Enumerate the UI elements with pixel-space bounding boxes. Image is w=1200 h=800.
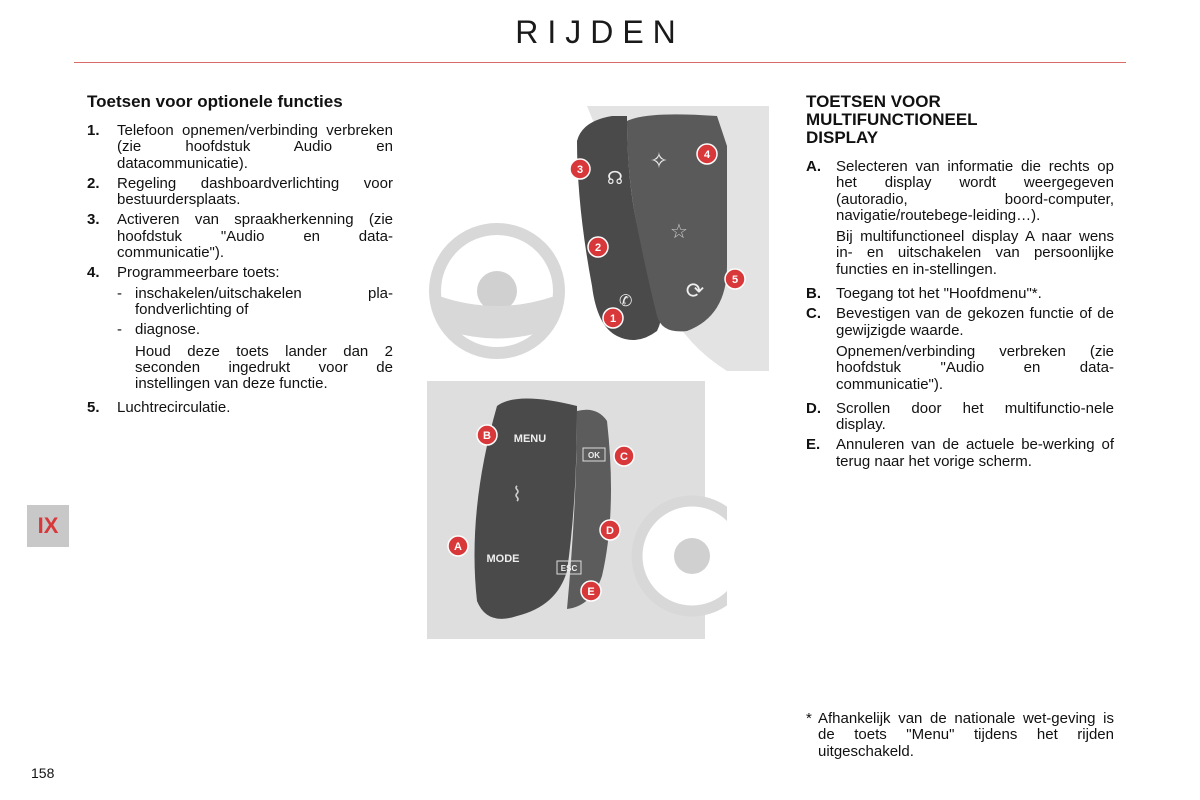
dash: - [117,321,122,339]
item-text: Toegang tot het "Hoofdmenu"*. [836,285,1042,303]
callout-label: C [620,451,628,463]
item-text: Selecteren van informatie die rechts op … [836,158,1114,224]
ok-button-label: OK [588,451,600,460]
item-key: B. [806,285,821,303]
item-text: Annuleren van de actuele be-werking of t… [836,436,1114,470]
item-key: C. [806,305,821,323]
item-key: 4. [87,264,100,282]
item-text: Luchtrecirculatie. [117,399,231,417]
chapter-tab: IX [27,505,69,547]
callout-label: 2 [595,242,601,254]
callout-2 [587,236,609,258]
item-key: 2. [87,174,100,192]
sub-item: -diagnose. [117,321,393,339]
item-key: 5. [87,399,100,417]
list-item: 2. Regeling dashboardverlichting voor bes… [87,174,393,209]
page-title: RIJDEN [515,14,685,50]
item-note: Bij multifunctioneel display A naar wens… [836,228,1114,278]
item-text: Bevestigen van de gekozen functie of de … [836,305,1114,339]
list-item: A. Selecteren van informatie die rechts … [806,158,1114,282]
section-heading: TOETSEN VOOR MULTIFUNCTIONEEL DISPLAY [806,92,978,147]
sub-item-text: inschakelen/uitschakelen pla-fondverlich… [135,284,393,318]
item-text: Activeren van spraakherkenning (zie hoof… [117,211,393,262]
page-number: 158 [31,765,55,781]
list-item: 1. Telefoon opnemen/verbinding verbreken … [87,122,393,172]
list-item: 4. Programmeerbare toets: -inschakelen/u… [87,265,393,396]
callout-label: D [606,525,614,537]
menu-button-label: MENU [514,433,546,445]
item-key: 1. [87,122,100,139]
dash: - [117,284,122,302]
item-text: Programmeerbare toets: [117,264,280,282]
list-item: D. Scrollen door het multifunctio-nele di… [806,399,1114,434]
callout-3 [569,158,591,180]
callout-e [580,580,602,602]
optional-functions-section: Toetsen voor optionele functies 1. Telefo… [87,93,393,421]
callout-d [599,519,621,541]
callout-4 [696,143,718,165]
star-outline-icon: ✧ [650,148,668,173]
optional-function-buttons-figure: ✧ ☆ ⟳ ☊ ✆ 1 2 3 4 5 [427,106,769,371]
header-rule [74,62,1126,63]
star-icon: ☆ [670,221,688,243]
list-item: E. Annuleren van de actuele be-werking of… [806,437,1114,470]
list-item: 5. Luchtrecirculatie. [87,399,393,417]
list-item: 3. Activeren van spraakherkenning (zie ho… [87,212,393,261]
footnote-text: Afhankelijk van de nationale wet-geving … [818,710,1114,760]
callout-label: 3 [577,164,583,176]
mode-button-label: MODE [487,553,520,565]
callout-1 [602,307,624,329]
item-note: Opnemen/verbinding verbreken (zie hoofds… [836,342,1114,393]
item-key: D. [806,399,821,417]
section-heading: Toetsen voor optionele functies [87,92,343,111]
thumbwheel-icon: ⌇ [512,484,522,506]
callout-label: 5 [732,274,738,286]
footnote-star: * [806,710,812,727]
item-text: Scrollen door het multifunctio-nele disp… [836,399,1114,434]
callout-label: A [454,541,462,553]
list-item: C. Bevestigen van de gekozen functie of … [806,306,1114,396]
callout-label: 4 [704,149,711,161]
item-text: Telefoon opnemen/verbinding verbreken (z… [117,122,393,172]
phone-icon: ✆ [619,293,632,310]
item-key: 3. [87,211,100,229]
callout-label: E [587,586,594,598]
footnote: * Afhankelijk van de nationale wet-geving… [806,710,1114,760]
esc-button-label: ESC [561,564,578,573]
callout-label: B [483,430,491,442]
callout-5 [724,268,746,290]
voice-icon: ☊ [607,168,623,188]
callout-label: 1 [610,313,616,325]
multifunction-display-section: TOETSEN VOOR MULTIFUNCTIONEEL DISPLAY A.… [806,93,1114,474]
callout-b [476,424,498,446]
list-item: B. Toegang tot het "Hoofdmenu"*. [806,285,1114,303]
item-text: Regeling dashboardverlichting voor bestu… [117,174,393,209]
steering-wheel-icon [631,495,727,617]
item-note: Houd deze toets lander dan 2 seconden in… [135,342,393,393]
steering-wheel-icon [429,223,565,359]
sub-item-text: diagnose. [135,321,201,339]
item-key: A. [806,158,821,175]
callout-a [447,535,469,557]
multifunction-display-buttons-figure: MENU MODE OK ESC ⌇ A B C D E [427,381,727,639]
callout-c [613,445,635,467]
sub-item: -inschakelen/uitschakelen pla-fondverlic… [117,284,393,319]
item-key: E. [806,436,821,454]
recirculation-icon: ⟳ [686,278,704,303]
